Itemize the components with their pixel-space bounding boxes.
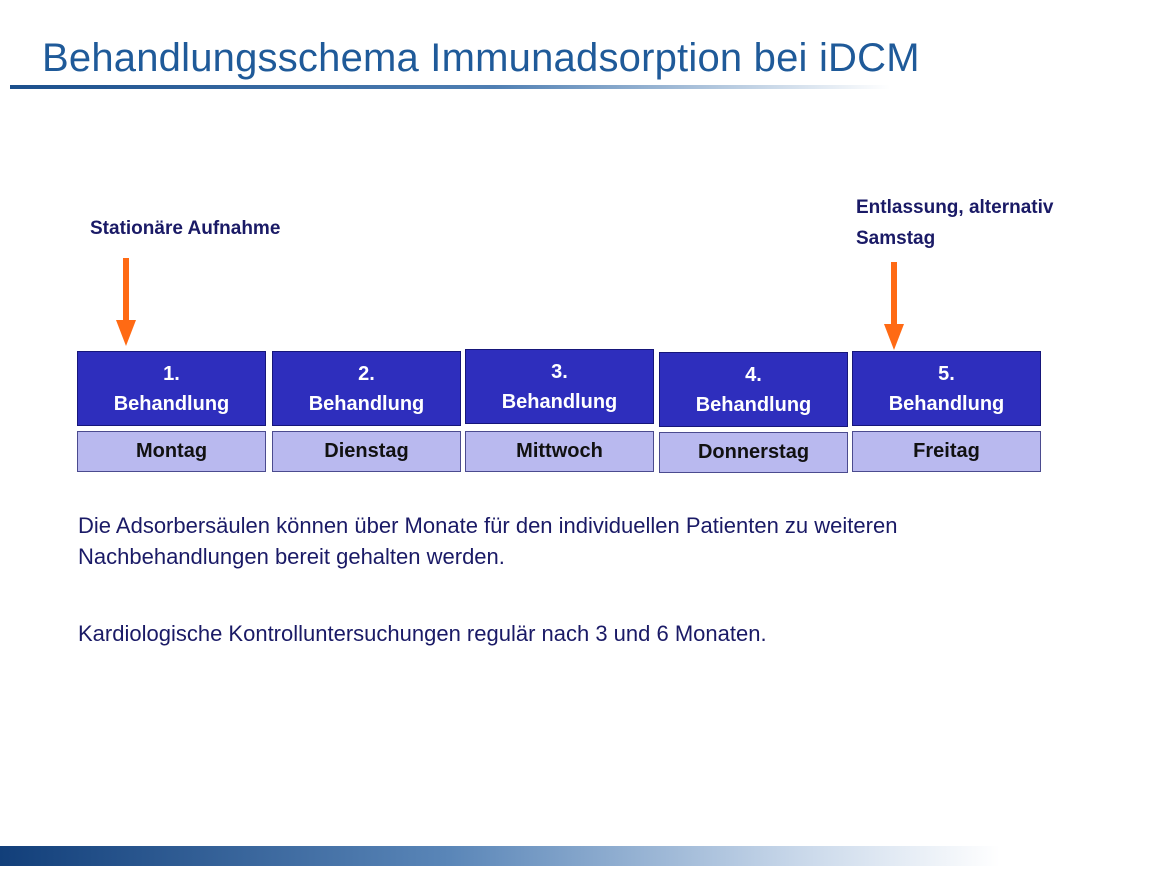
treatment-label: Behandlung bbox=[888, 392, 1005, 415]
note-line: Nachbehandlungen bereit gehalten werden. bbox=[78, 544, 505, 569]
note-paragraph-followup: Kardiologische Kontrolluntersuchungen re… bbox=[78, 621, 767, 646]
treatment-number: 2. bbox=[358, 362, 375, 385]
title-underline bbox=[10, 85, 890, 89]
treatment-box: 4. Behandlung bbox=[659, 352, 848, 427]
treatment-number: 1. bbox=[163, 362, 180, 385]
treatment-number: 4. bbox=[745, 363, 762, 386]
discharge-label-line2: Samstag bbox=[856, 228, 936, 249]
note-paragraph-storage: Die Adsorbersäulen können über Monate fü… bbox=[78, 510, 897, 572]
treatment-label: Behandlung bbox=[308, 392, 425, 415]
discharge-label-line1: Entlassung, alternativ bbox=[856, 197, 1054, 218]
note-line: Die Adsorbersäulen können über Monate fü… bbox=[78, 513, 898, 538]
admission-label: Stationäre Aufnahme bbox=[90, 218, 281, 239]
treatment-label: Behandlung bbox=[113, 392, 230, 415]
day-box: Montag bbox=[77, 431, 266, 472]
day-box: Mittwoch bbox=[465, 431, 654, 472]
treatment-box: 2. Behandlung bbox=[272, 351, 461, 426]
day-box: Freitag bbox=[852, 431, 1041, 472]
treatment-box: 1. Behandlung bbox=[77, 351, 266, 426]
footer-bar bbox=[0, 846, 1000, 866]
treatment-label: Behandlung bbox=[695, 393, 812, 416]
day-box: Donnerstag bbox=[659, 432, 848, 473]
slide-title: Behandlungsschema Immunadsorption bei iD… bbox=[42, 36, 920, 80]
treatment-number: 3. bbox=[551, 360, 568, 383]
treatment-box: 5. Behandlung bbox=[852, 351, 1041, 426]
discharge-arrow bbox=[884, 262, 904, 350]
treatment-number: 5. bbox=[938, 362, 955, 385]
day-box: Dienstag bbox=[272, 431, 461, 472]
discharge-label: Entlassung, alternativ Samstag bbox=[856, 192, 1053, 254]
admission-arrow bbox=[116, 258, 136, 346]
treatment-box: 3. Behandlung bbox=[465, 349, 654, 424]
treatment-label: Behandlung bbox=[501, 390, 618, 413]
